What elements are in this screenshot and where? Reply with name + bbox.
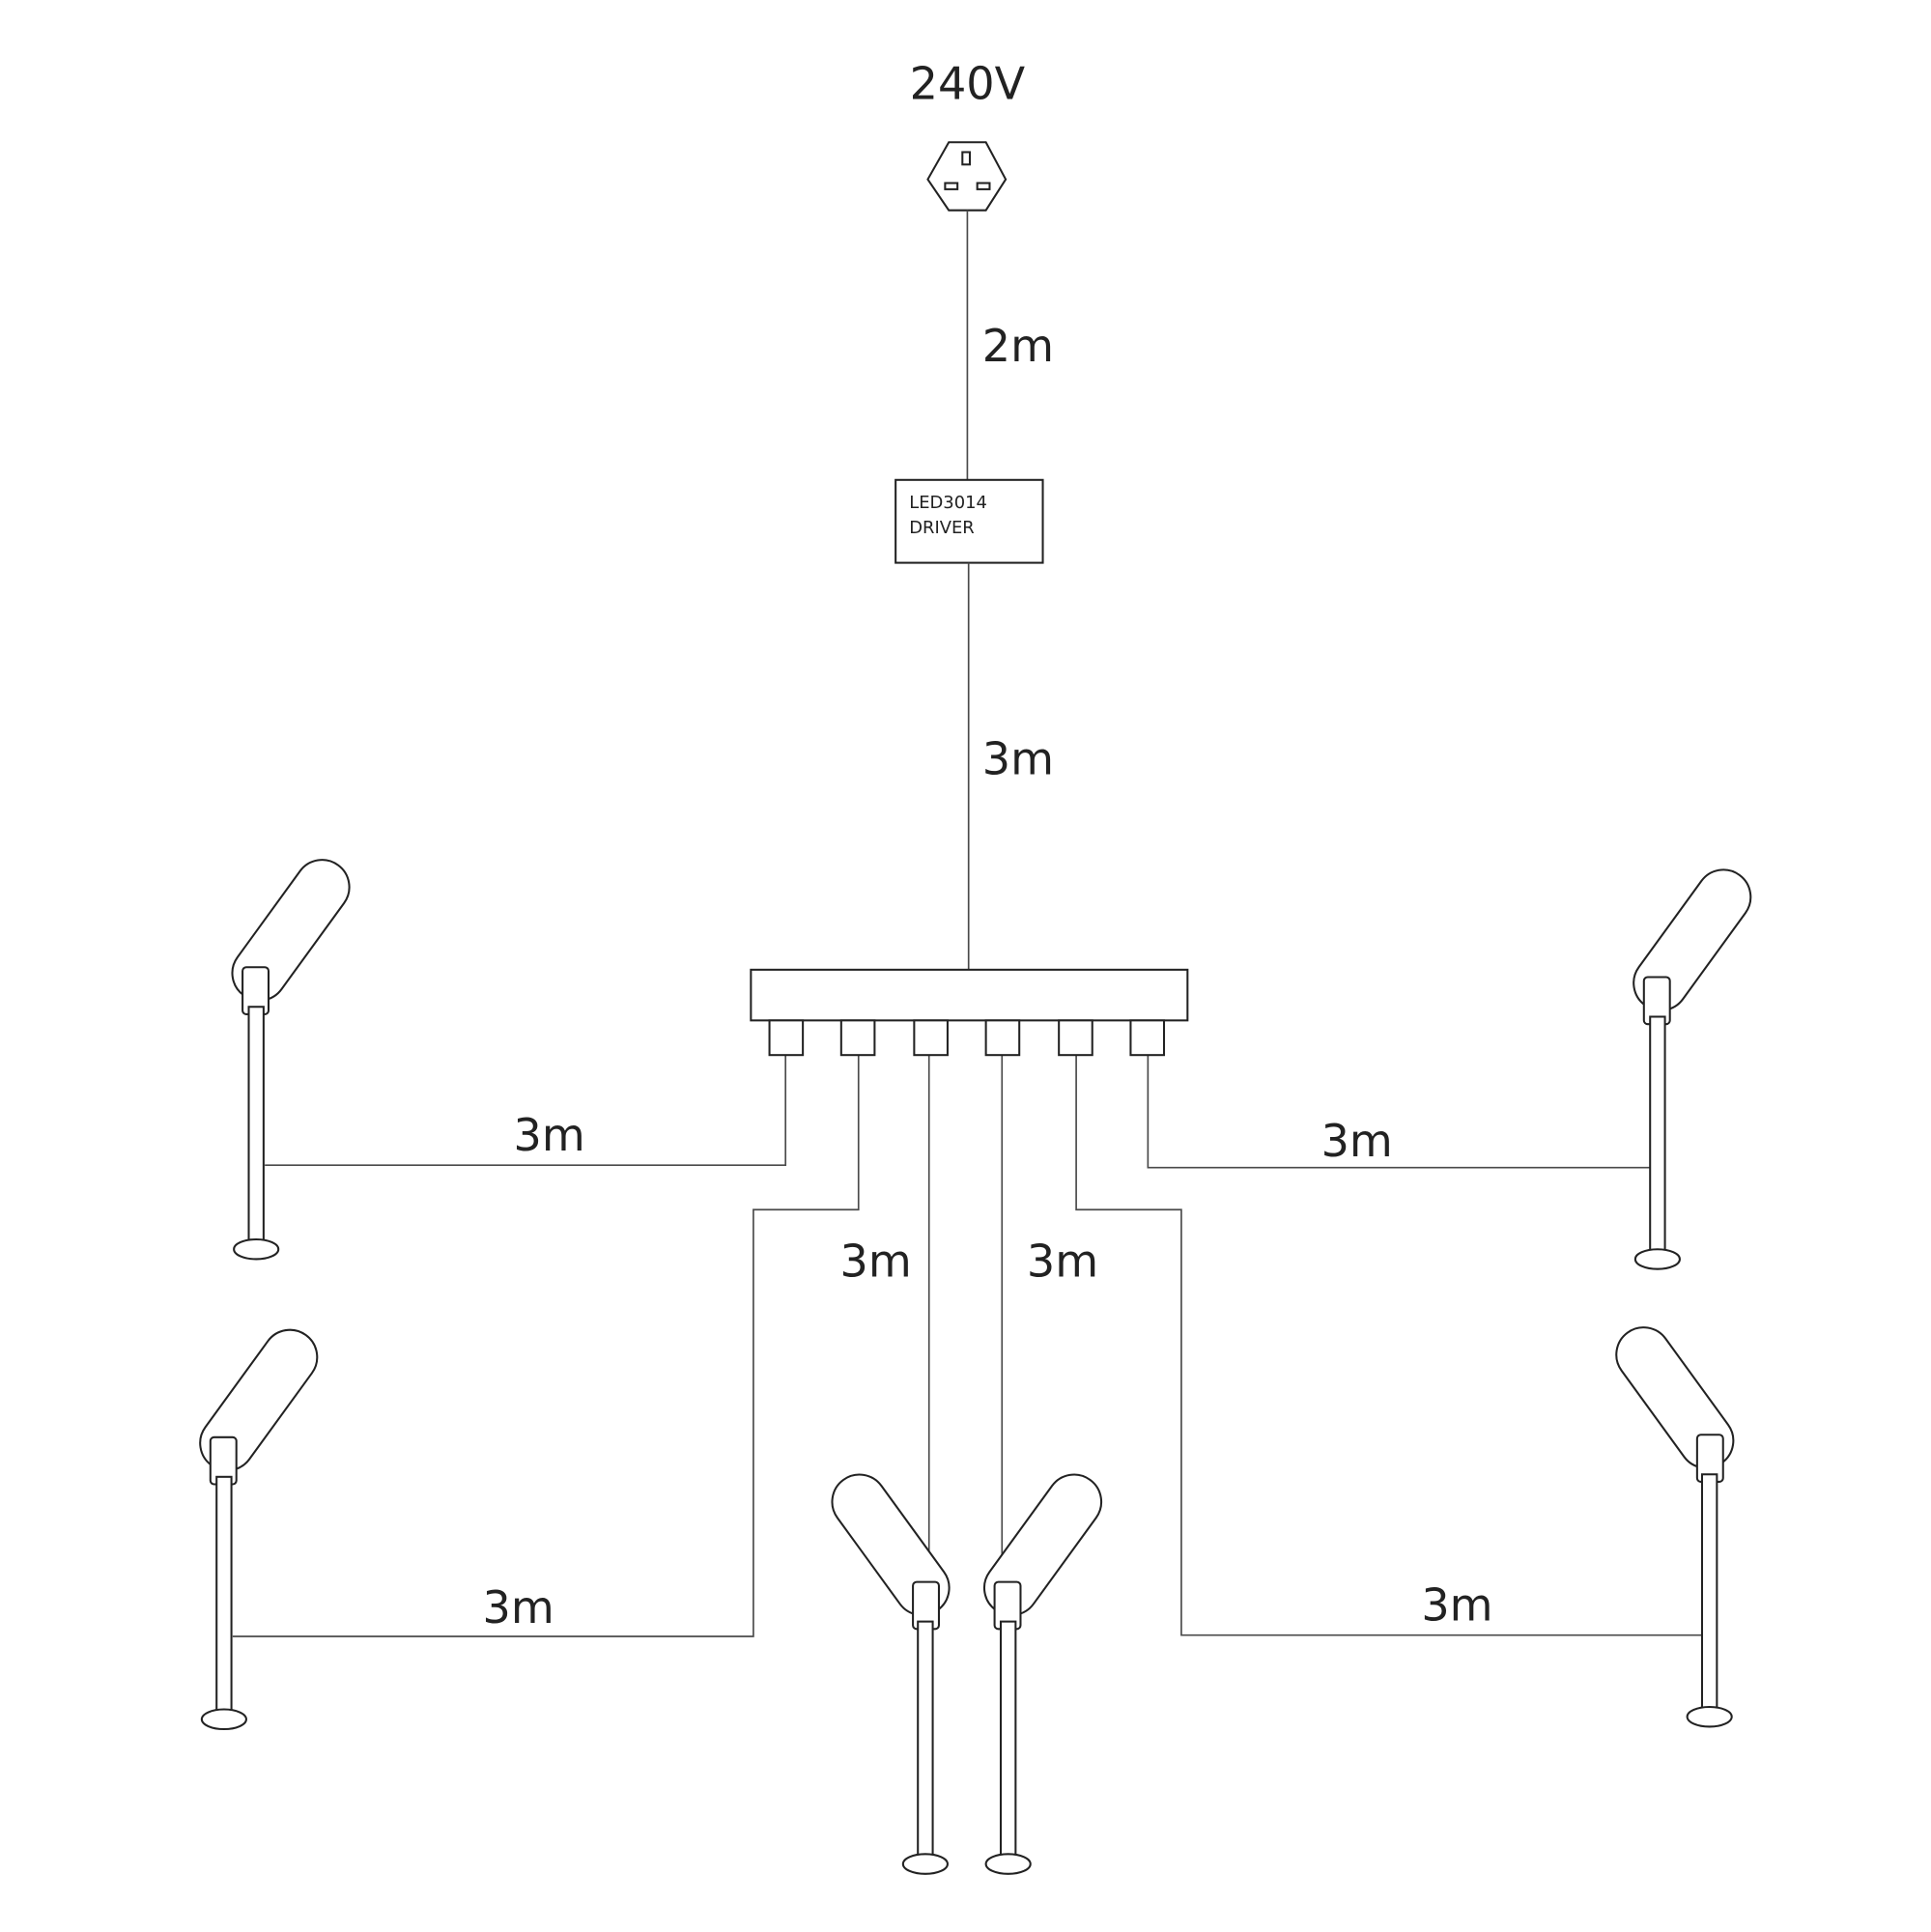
hub-port [984, 1019, 1021, 1057]
hub-port [913, 1019, 949, 1057]
cable-length-label: 3m [514, 1109, 585, 1161]
cable-length-label: 3m [483, 1581, 554, 1634]
cable-length-label: 3m [1027, 1235, 1098, 1287]
cable-hub-to-light-1 [265, 1055, 787, 1166]
cable-length-label: 3m [840, 1235, 912, 1287]
spotlight-icon [220, 847, 361, 1261]
cable-length-label: 2m [982, 320, 1054, 372]
spotlight-icon [972, 1463, 1114, 1875]
hub-port [1129, 1019, 1166, 1057]
cable-hub-to-light-6 [1147, 1055, 1651, 1169]
hub-port [1058, 1019, 1093, 1057]
cable-length-label: 3m [982, 733, 1054, 785]
cable-length-label: 3m [1321, 1115, 1393, 1167]
hub-port [768, 1019, 805, 1057]
cable-length-label: 3m [1421, 1578, 1492, 1631]
spotlight-icon [1604, 1315, 1746, 1728]
driver-label-line1: LED3014 [909, 493, 987, 513]
voltage-label: 240V [910, 57, 1026, 109]
cable-hub-to-light-5 [1075, 1055, 1702, 1636]
spotlight-icon [820, 1463, 961, 1875]
cable-hub-to-light-2 [232, 1055, 860, 1637]
hub-port [839, 1019, 876, 1057]
spotlight-icon [188, 1318, 329, 1731]
led-driver: LED3014 DRIVER [895, 478, 1044, 564]
driver-label-line2: DRIVER [909, 518, 975, 538]
spotlight-icon [1622, 858, 1763, 1270]
uk-plug-icon [926, 141, 1008, 212]
distribution-hub [750, 968, 1189, 1057]
